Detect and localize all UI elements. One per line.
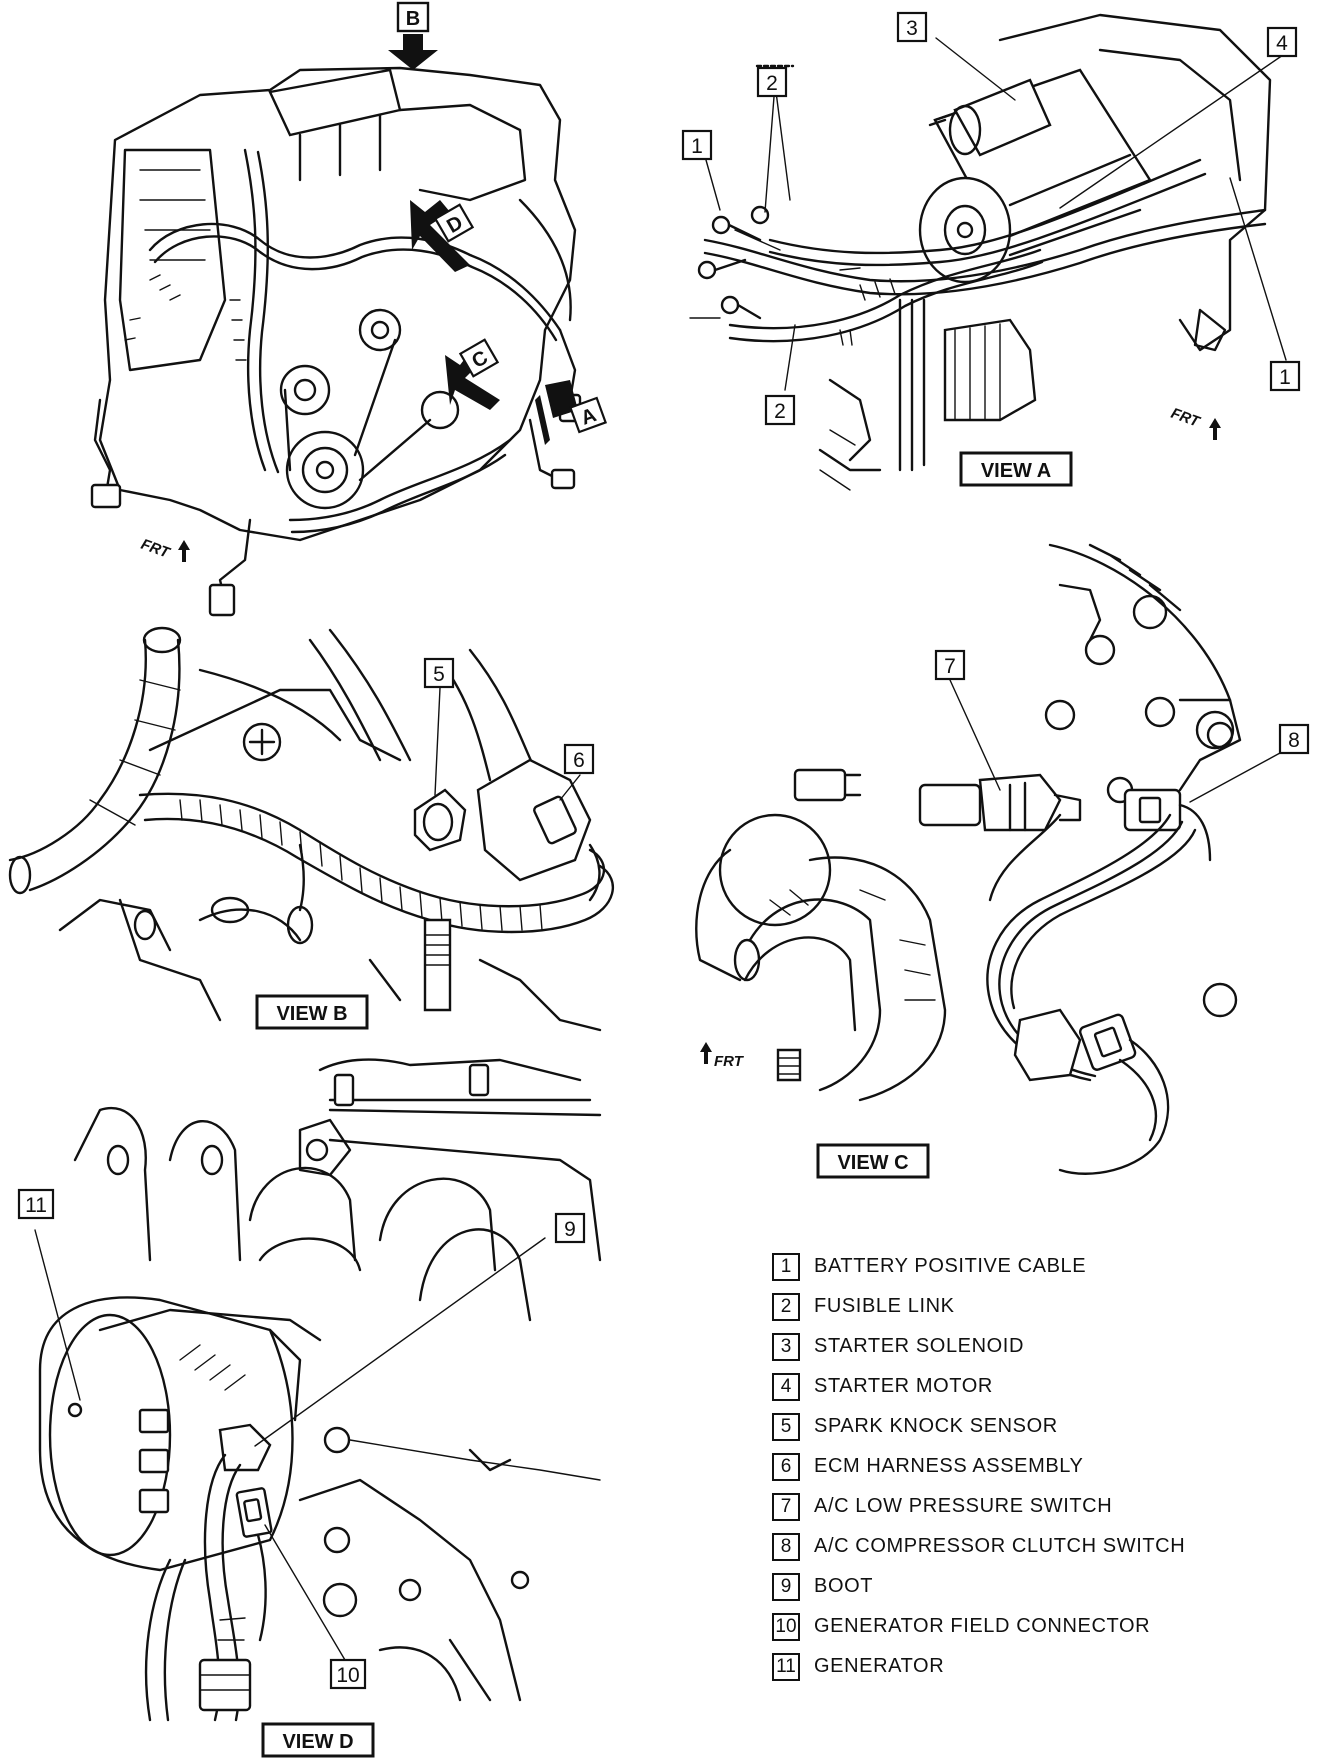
legend-number: 7 [772,1492,800,1521]
svg-text:8: 8 [1288,729,1300,752]
svg-text:4: 4 [1276,32,1288,55]
view-b-illustration [8,626,615,1032]
legend-number: 6 [772,1452,800,1481]
svg-text:6: 6 [573,749,585,772]
callout-b-ecm-harness: 6 [563,743,595,775]
legend-label: FUSIBLE LINK [814,1295,955,1317]
callout-a-fusible-link-top: 2 [756,66,788,98]
legend-row: 5 SPARK KNOCK SENSOR [772,1410,1332,1443]
frt-indicator-overview: FRT [139,536,190,562]
callout-a-starter-solenoid: 3 [896,11,928,43]
engine-overview: B D C A FRT [90,1,608,617]
legend-row: 10 GENERATOR FIELD CONNECTOR [772,1610,1332,1643]
legend-label: STARTER MOTOR [814,1375,993,1397]
callout-a-battery-cable-left: 1 [681,129,713,161]
callout-d-generator: 11 [17,1188,55,1220]
view-b-marker-letter: B [406,8,420,30]
svg-text:VIEW D: VIEW D [282,1731,353,1753]
legend-row: 11 GENERATOR [772,1650,1332,1683]
svg-text:FRT: FRT [139,536,174,562]
legend-label: GENERATOR [814,1655,945,1677]
legend-row: 3 STARTER SOLENOID [772,1330,1332,1363]
svg-text:FRT: FRT [1169,405,1204,431]
svg-text:VIEW B: VIEW B [276,1003,347,1025]
svg-text:VIEW A: VIEW A [981,460,1051,482]
svg-text:VIEW C: VIEW C [837,1152,908,1174]
svg-text:5: 5 [433,663,445,686]
legend-number: 2 [772,1292,800,1321]
frt-indicator-view-a: FRT [1169,405,1221,440]
legend-row: 9 BOOT [772,1570,1332,1603]
view-c-label: VIEW C [816,1143,930,1179]
view-b-marker: B [388,1,438,70]
view-c-illustration: FRT [695,543,1281,1175]
legend-label: STARTER SOLENOID [814,1335,1025,1357]
legend-number: 5 [772,1412,800,1441]
svg-text:1: 1 [691,135,703,158]
callout-c-ac-low-pressure: 7 [934,649,966,681]
legend-number: 4 [772,1372,800,1401]
legend-label: BATTERY POSITIVE CABLE [814,1255,1087,1277]
legend-label: SPARK KNOCK SENSOR [814,1415,1058,1437]
callout-c-ac-clutch-switch: 8 [1278,723,1310,755]
legend-row: 4 STARTER MOTOR [772,1370,1332,1403]
legend-label: ECM HARNESS ASSEMBLY [814,1455,1084,1477]
legend-row: 1 BATTERY POSITIVE CABLE [772,1250,1332,1283]
legend-row: 2 FUSIBLE LINK [772,1290,1332,1323]
view-b-label: VIEW B [255,994,369,1030]
frt-indicator-view-c: FRT [700,1042,745,1070]
svg-text:FRT: FRT [714,1053,745,1070]
legend-row: 6 ECM HARNESS ASSEMBLY [772,1450,1332,1483]
legend-label: A/C LOW PRESSURE SWITCH [814,1495,1113,1517]
view-d-illustration [34,1058,602,1722]
view-a-illustration: FRT [689,13,1287,491]
callout-a-battery-cable-right: 1 [1269,360,1301,392]
view-a-label: VIEW A [959,451,1073,487]
view-c-marker: C [445,338,500,410]
legend-label: GENERATOR FIELD CONNECTOR [814,1615,1151,1637]
legend-number: 1 [772,1252,800,1281]
svg-text:3: 3 [906,17,918,40]
view-d-label: VIEW D [261,1722,375,1758]
callout-a-fusible-link-bottom: 2 [764,394,796,426]
svg-text:2: 2 [774,400,786,423]
callout-d-field-connector: 10 [329,1658,367,1690]
svg-text:9: 9 [564,1218,576,1241]
legend-number: 9 [772,1572,800,1601]
callout-a-starter-motor: 4 [1266,26,1298,58]
legend-number: 10 [772,1612,800,1641]
legend-label: A/C COMPRESSOR CLUTCH SWITCH [814,1535,1186,1557]
view-a-marker-letter: A [578,404,599,430]
legend-number: 3 [772,1332,800,1361]
svg-text:11: 11 [25,1194,47,1217]
legend-row: 7 A/C LOW PRESSURE SWITCH [772,1490,1332,1523]
callout-b-spark-knock-sensor: 5 [423,657,455,689]
legend-number: 11 [772,1652,800,1681]
svg-text:2: 2 [766,72,778,95]
svg-text:10: 10 [336,1664,359,1687]
callout-d-boot: 9 [554,1212,586,1244]
svg-text:7: 7 [944,655,956,678]
legend-row: 8 A/C COMPRESSOR CLUTCH SWITCH [772,1530,1332,1563]
svg-text:1: 1 [1279,366,1291,389]
view-d-marker: D [410,200,475,272]
legend-label: BOOT [814,1575,874,1597]
view-a-marker: A [535,380,608,445]
legend-number: 8 [772,1532,800,1561]
